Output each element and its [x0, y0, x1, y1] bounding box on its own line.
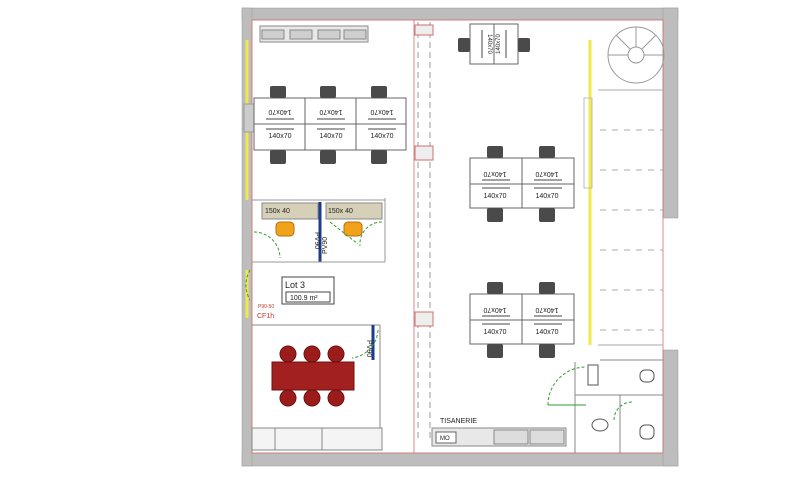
partition-label: PV90	[313, 232, 320, 249]
partition-label: PV90	[322, 237, 329, 254]
desk-block-mid-right	[469, 146, 575, 222]
entrance-door-swing	[245, 269, 251, 301]
desk-block-left	[253, 86, 407, 164]
desk-label: 140x70	[496, 33, 502, 53]
cabinet-label: 150x 40	[265, 208, 290, 215]
cabinet-label: 150x 40	[328, 208, 353, 215]
meeting-room	[251, 324, 383, 451]
desk-label: 140x70	[486, 34, 492, 54]
desk-label: 140x70	[484, 329, 507, 336]
desk-label: 140x70	[535, 170, 558, 177]
lot-label-box	[281, 276, 335, 305]
partition-label: PV90	[365, 340, 372, 357]
desk-block-low-right	[469, 282, 575, 358]
desk-block-top	[458, 23, 530, 65]
desk-label: 140x70	[269, 133, 292, 140]
kitchen-label: TISANERIE	[440, 418, 477, 425]
door-code: CF1h	[257, 313, 274, 320]
small-offices	[252, 198, 386, 263]
desk-label: 140x70	[536, 329, 559, 336]
columns	[414, 24, 434, 327]
desk-label: 140x70	[535, 306, 558, 313]
restrooms	[547, 359, 663, 453]
lot-number: Lot 3	[285, 280, 305, 290]
kitchen-counter	[431, 427, 567, 447]
desk-label: 140x70	[371, 133, 394, 140]
door-rating: P90-50	[258, 304, 274, 310]
desk-label: 140x70	[370, 108, 393, 115]
top-cabinets	[259, 25, 369, 43]
desk-label: 140x70	[483, 306, 506, 313]
desk-label: 140x70	[319, 108, 342, 115]
wall-outline	[251, 19, 664, 454]
central-partition	[417, 22, 431, 440]
desk-label: 140x70	[320, 133, 343, 140]
lot-area: 100.9 m²	[290, 295, 318, 302]
railing	[583, 97, 593, 189]
desk-label: 140x70	[483, 170, 506, 177]
desk-label: 140x70	[536, 193, 559, 200]
balcony	[598, 89, 663, 346]
wall-stub	[243, 103, 255, 133]
desk-label: 140x70	[268, 108, 291, 115]
microwave-label: MO	[440, 436, 450, 442]
desk-label: 140x70	[484, 193, 507, 200]
spiral-staircase	[607, 26, 665, 84]
